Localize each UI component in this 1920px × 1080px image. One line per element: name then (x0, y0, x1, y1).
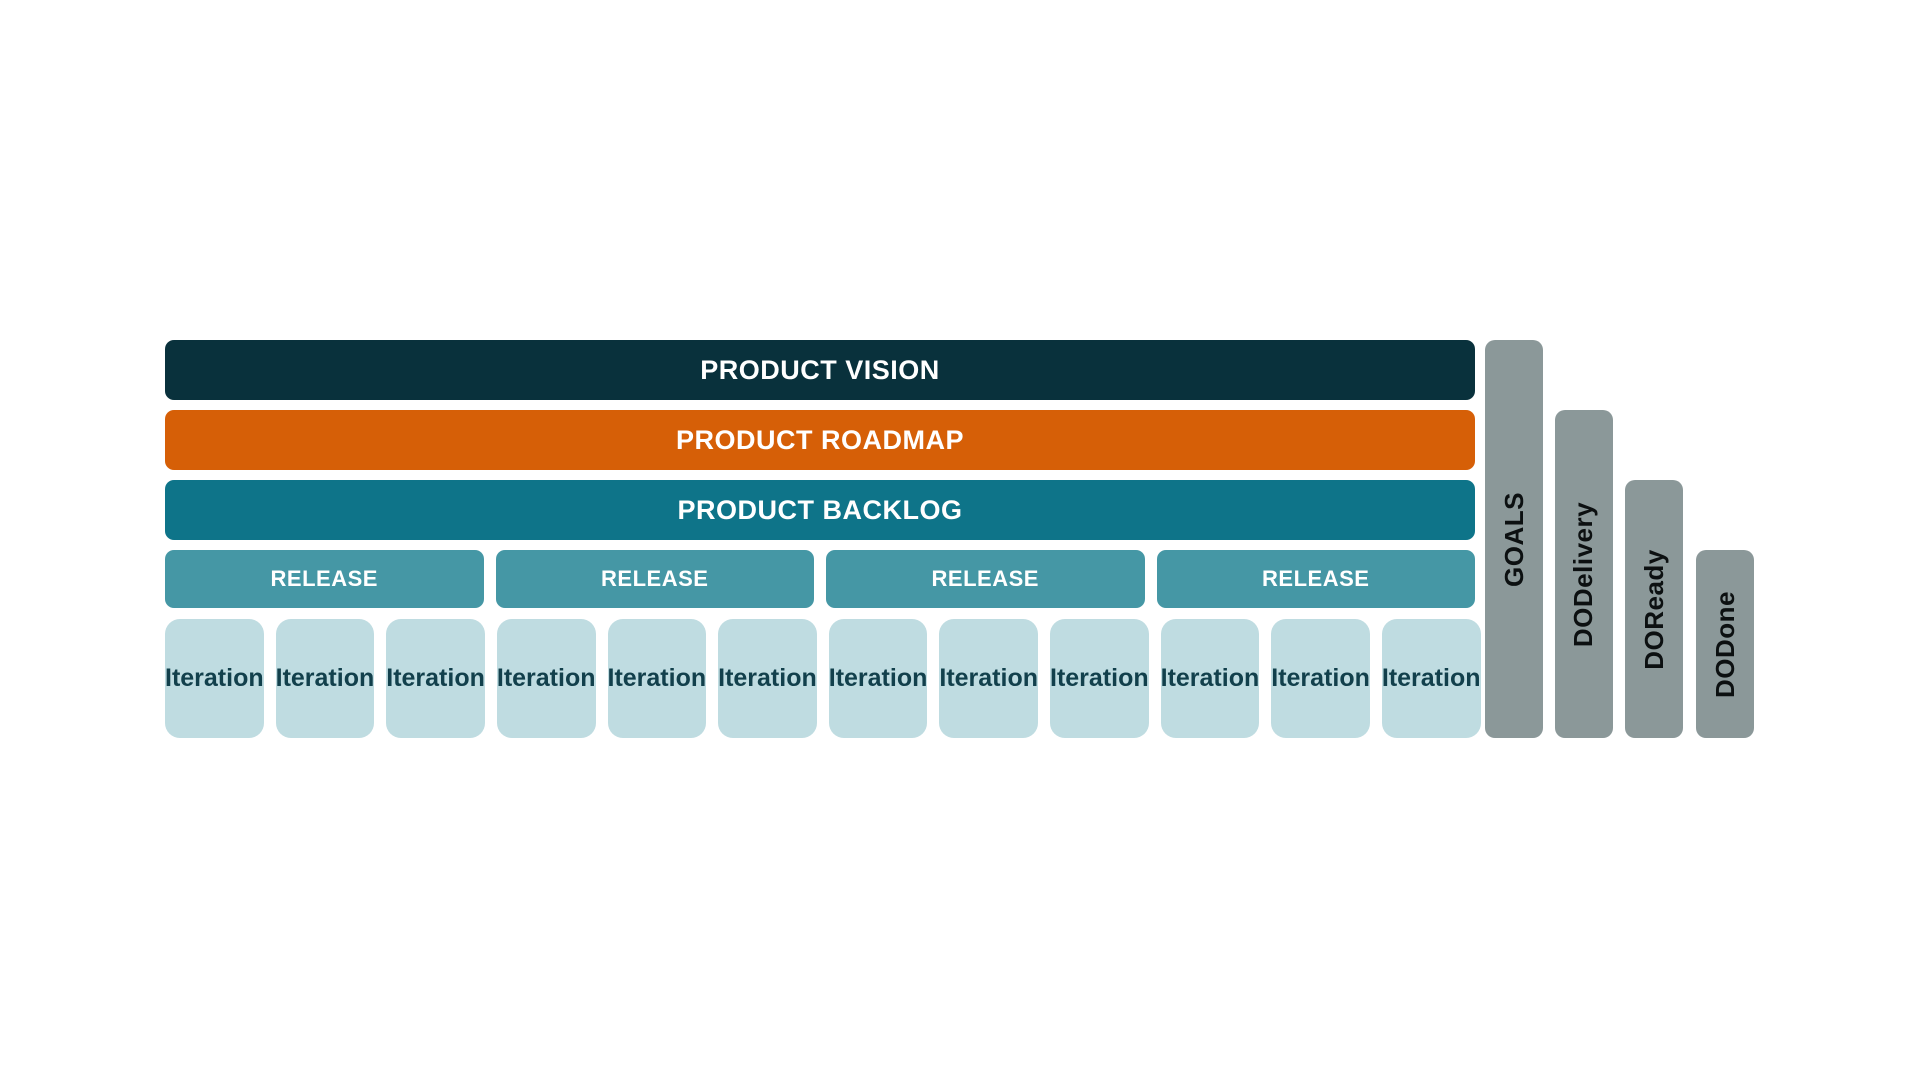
release-label: RELEASE (931, 566, 1039, 591)
iteration-box-2: Iteration (275, 619, 375, 738)
product-backlog-bar: PRODUCT BACKLOG (165, 480, 1475, 540)
iteration-box-10: Iteration (1160, 619, 1260, 738)
iteration-label: Iteration (1271, 664, 1370, 692)
goals-bar: GOALS (1485, 340, 1543, 738)
iteration-label: Iteration (1050, 664, 1149, 692)
do-done-label: DODone (1709, 590, 1740, 698)
iteration-box-4: Iteration (496, 619, 596, 738)
product-vision-label: PRODUCT VISION (700, 354, 940, 385)
product-roadmap-bar: PRODUCT ROADMAP (165, 410, 1475, 470)
iteration-box-12: Iteration (1381, 619, 1481, 738)
iteration-box-9: Iteration (1050, 619, 1149, 738)
iteration-label: Iteration (165, 664, 264, 692)
iteration-box-11: Iteration (1271, 619, 1370, 738)
release-row: RELEASE RELEASE RELEASE RELEASE (165, 550, 1475, 608)
release-bar-3: RELEASE (826, 550, 1145, 608)
release-label: RELEASE (601, 566, 709, 591)
iteration-box-5: Iteration (607, 619, 707, 738)
iteration-box-1: Iteration (165, 619, 264, 738)
iteration-label: Iteration (939, 664, 1038, 692)
iteration-box-8: Iteration (939, 619, 1038, 738)
planning-layers: PRODUCT VISION PRODUCT ROADMAP PRODUCT B… (165, 340, 1481, 738)
iteration-label: Iteration (496, 664, 596, 692)
do-ready-bar: DOReady (1625, 480, 1683, 738)
product-roadmap-label: PRODUCT ROADMAP (676, 424, 964, 455)
iteration-label: Iteration (607, 664, 707, 692)
iteration-row: Iteration Iteration Iteration Iteration … (165, 619, 1481, 738)
product-backlog-label: PRODUCT BACKLOG (677, 494, 963, 525)
product-vision-bar: PRODUCT VISION (165, 340, 1475, 400)
iteration-label: Iteration (718, 664, 817, 692)
release-bar-1: RELEASE (165, 550, 484, 608)
do-ready-label: DOReady (1638, 548, 1669, 670)
iteration-label: Iteration (275, 664, 375, 692)
goals-label: GOALS (1498, 491, 1529, 587)
do-delivery-bar: DODelivery (1555, 410, 1613, 738)
iteration-label: Iteration (1160, 664, 1260, 692)
release-bar-2: RELEASE (495, 550, 814, 608)
iteration-box-6: Iteration (718, 619, 817, 738)
iteration-label: Iteration (1381, 664, 1481, 692)
agile-planning-diagram: PRODUCT VISION PRODUCT ROADMAP PRODUCT B… (165, 340, 1754, 738)
release-label: RELEASE (270, 566, 378, 591)
release-label: RELEASE (1262, 566, 1370, 591)
iteration-box-3: Iteration (386, 619, 485, 738)
iteration-label: Iteration (386, 664, 485, 692)
iteration-box-7: Iteration (828, 619, 928, 738)
iteration-label: Iteration (828, 664, 928, 692)
do-done-bar: DODone (1696, 550, 1754, 738)
do-delivery-label: DODelivery (1568, 501, 1599, 647)
release-bar-4: RELEASE (1156, 550, 1475, 608)
